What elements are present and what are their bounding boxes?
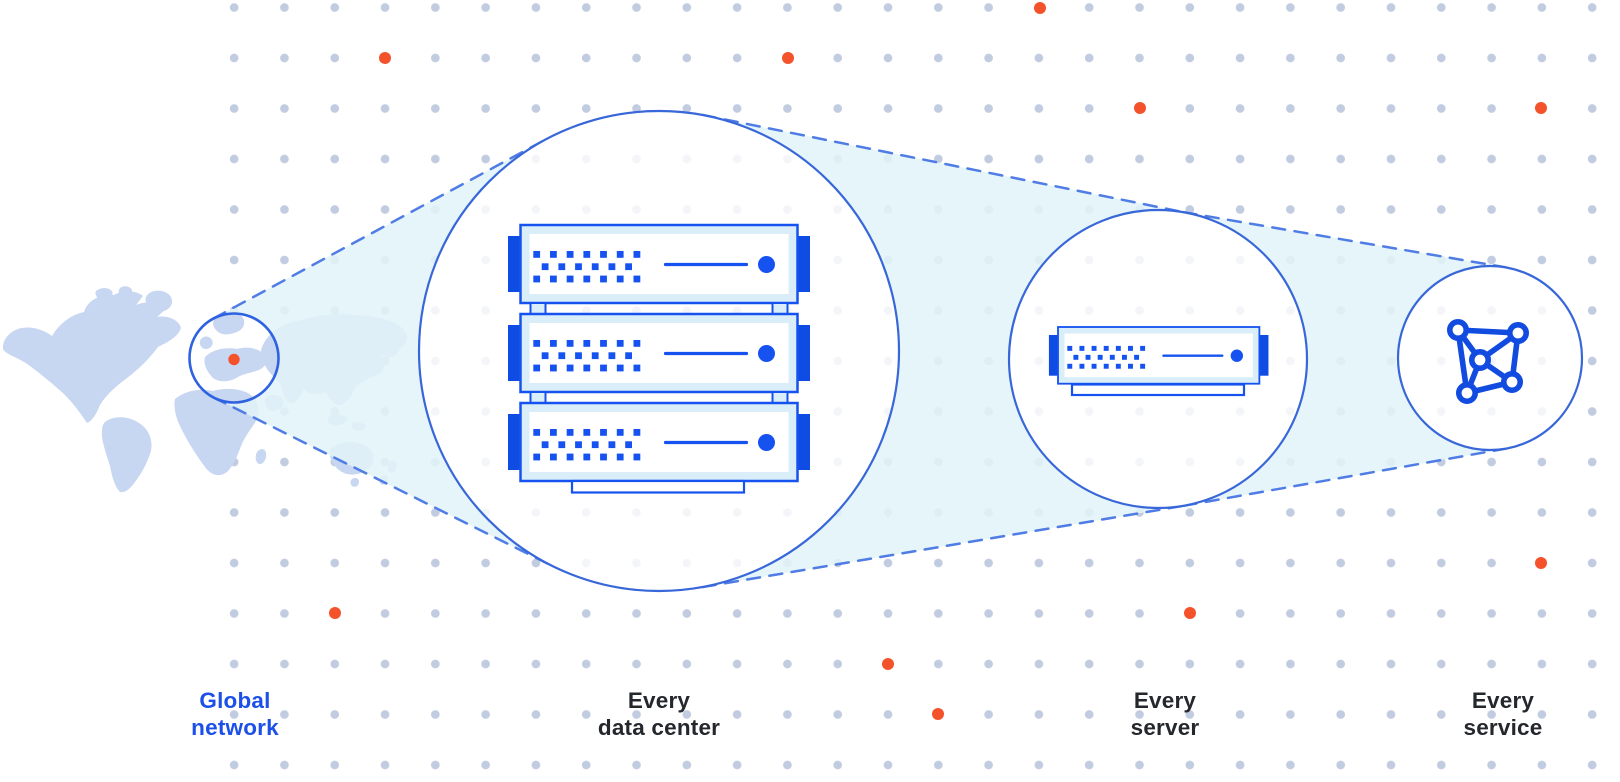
network-mesh-icon [1447,318,1530,404]
server-rack-icon [506,223,812,494]
label-line: Every [1471,688,1535,713]
dashed-zoom-lines [212,113,1508,589]
label-line: Every [1133,688,1197,713]
server-icon [1047,325,1270,397]
accent-orange-dot [1183,606,1197,620]
accent-orange-dot [1033,1,1047,15]
accent-orange-dot [781,51,795,65]
label-global-network: Global network [191,687,279,741]
accent-orange-dot [1133,101,1147,115]
accent-orange-dot [328,606,342,620]
label-line: network [191,715,279,740]
label-line: server [1130,715,1200,740]
accent-orange-dot [1534,101,1548,115]
label-line: data center [597,715,721,740]
accent-orange-dot [1534,556,1548,570]
label-every-server: Every server [1131,687,1200,741]
accent-orange-dot [881,657,895,671]
accent-orange-dot [378,51,392,65]
accent-orange-dot [931,707,945,721]
location-dot-icon [228,353,240,366]
label-line: Global [199,688,271,713]
zoom-circle-icon [188,312,280,404]
label-line: service [1463,715,1543,740]
map-magnifier [188,312,280,404]
label-every-data-center: Every data center [598,687,720,741]
label-line: Every [627,688,691,713]
label-every-service: Every service [1464,687,1543,741]
